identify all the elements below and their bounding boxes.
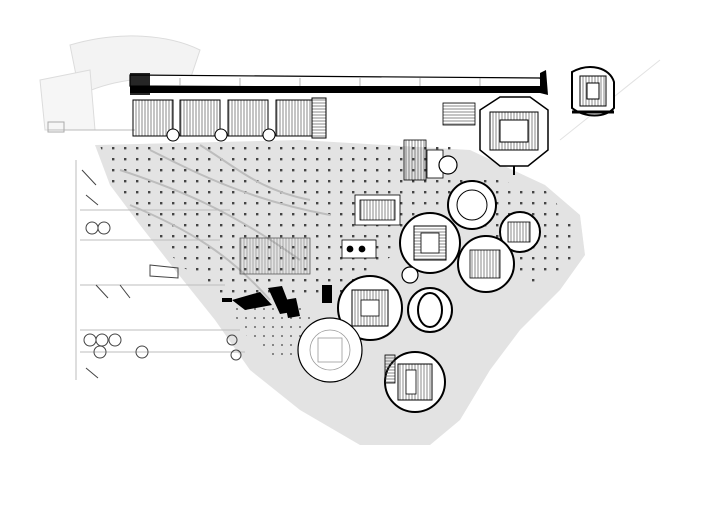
tree-grid [100,145,460,300]
north-arena [479,96,549,175]
circular-pavilions [297,155,541,413]
pavilion-9 [438,155,458,175]
long-bar-building [129,70,548,95]
pavilion-10 [401,266,419,284]
hall-3 [227,99,269,137]
hall-1 [132,99,174,137]
faint-surroundings [39,35,661,141]
black-accents [222,285,332,318]
west-roads [75,160,245,380]
service-strips [354,102,476,226]
hall-2 [179,99,221,137]
rectangular-halls [132,97,327,142]
north-east-arena [571,66,615,117]
west-details [81,169,242,379]
pavilion-7 [297,317,363,383]
plaza-blocks [239,237,396,384]
hall-4 [275,99,313,137]
